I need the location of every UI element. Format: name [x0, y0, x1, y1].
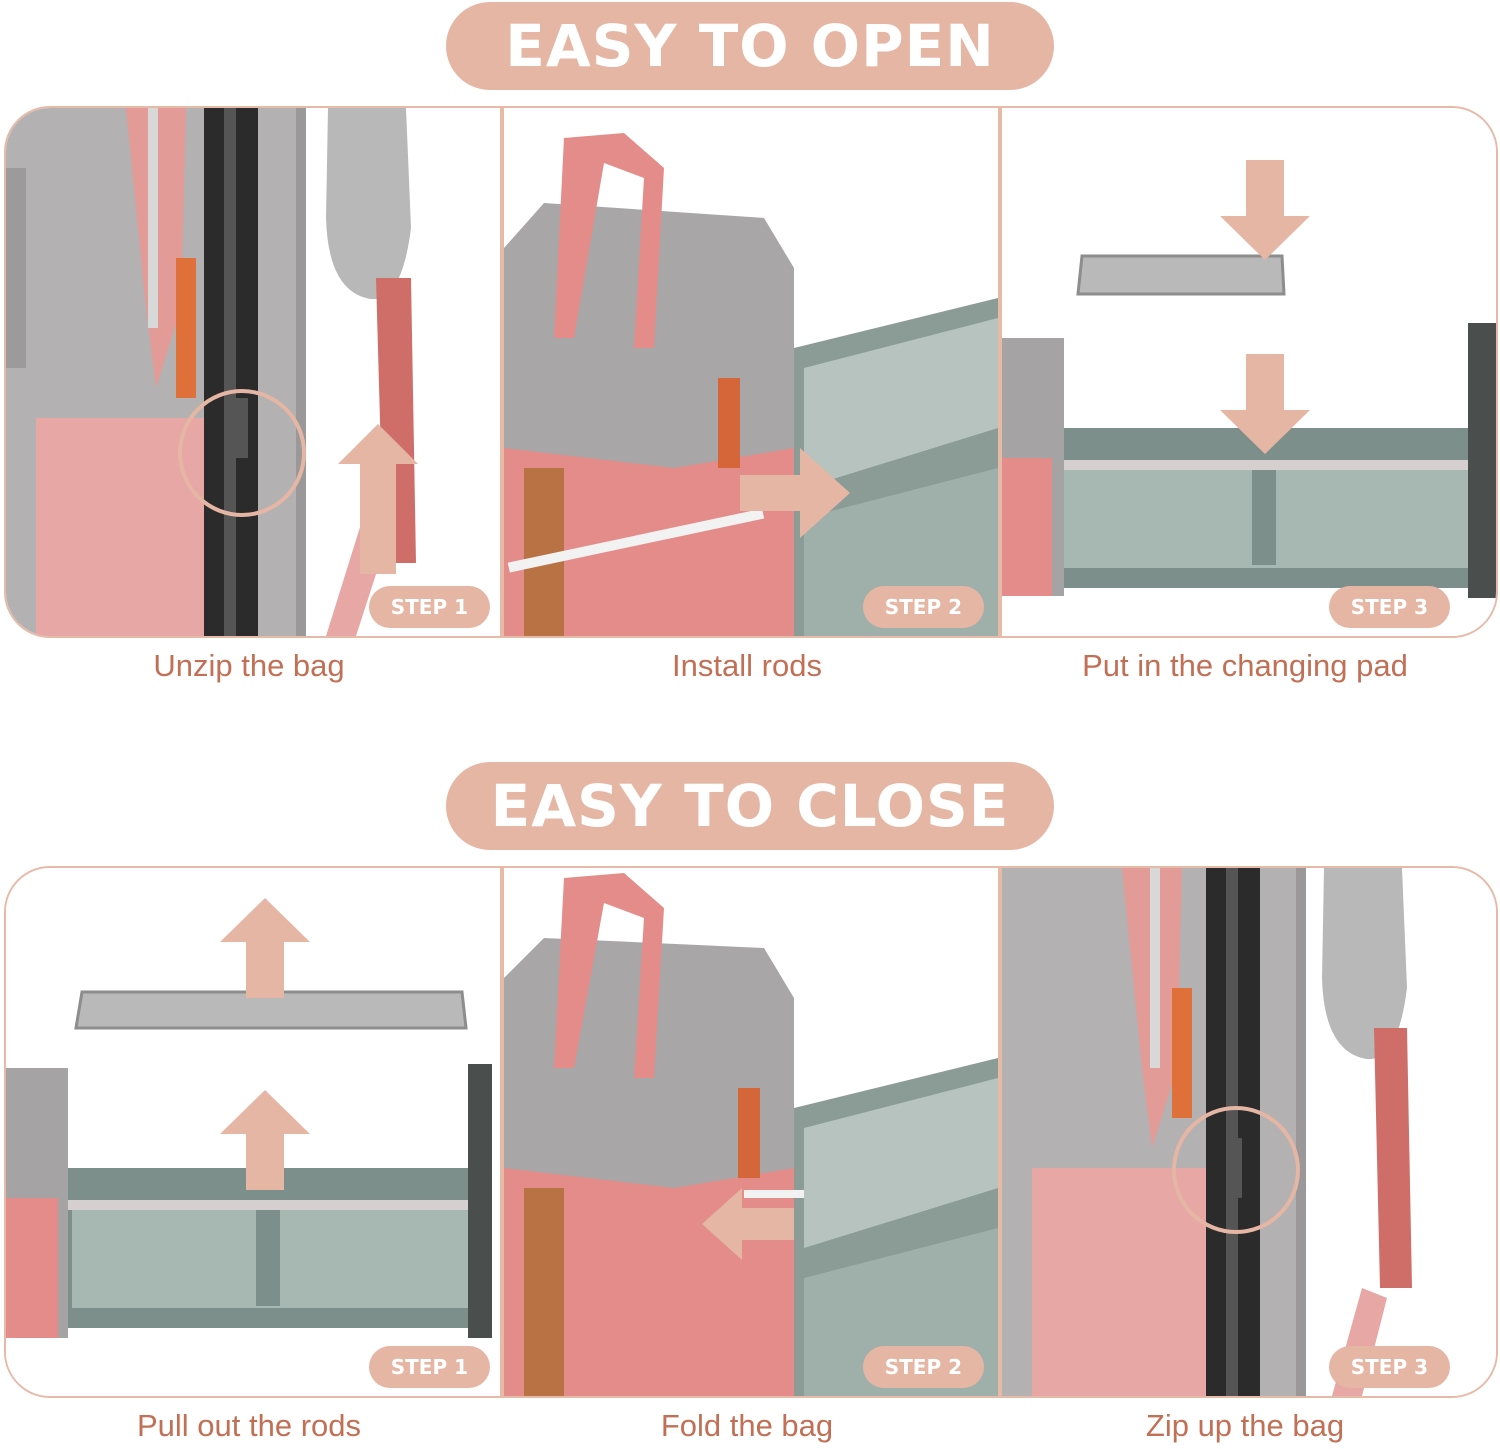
arrow-up-icon	[220, 1090, 310, 1190]
close-step2-badge: STEP 2	[862, 1346, 984, 1388]
close-title: EASY TO CLOSE	[446, 762, 1054, 850]
close-step1-caption: Pull out the rods	[136, 1408, 362, 1443]
panel-divider	[500, 868, 504, 1396]
close-step1-badge: STEP 1	[368, 1346, 490, 1388]
open-steps-frame: STEP 1 STEP 2	[4, 106, 1498, 638]
zip-up-illustration	[1002, 868, 1496, 1396]
arrow-up-icon	[338, 424, 418, 574]
close-step1-panel: STEP 1	[6, 868, 500, 1396]
arrow-down-icon	[1220, 354, 1310, 454]
open-step1-panel: STEP 1	[6, 108, 500, 636]
panel-divider	[998, 868, 1002, 1396]
arrow-down-icon	[1220, 160, 1310, 260]
open-step3-caption: Put in the changing pad	[1082, 648, 1408, 683]
close-step2-panel: STEP 2	[504, 868, 998, 1396]
arrow-left-icon	[702, 1188, 794, 1260]
close-steps-frame: STEP 1 STEP 2	[4, 866, 1498, 1398]
arrow-up-icon	[220, 898, 310, 998]
open-step2-caption: Install rods	[672, 648, 822, 683]
close-step3-panel: STEP 3	[1002, 868, 1496, 1396]
close-step3-caption: Zip up the bag	[1145, 1408, 1345, 1443]
arrow-right-icon	[740, 448, 850, 538]
unzip-illustration	[6, 108, 500, 636]
open-step3-badge: STEP 3	[1328, 586, 1450, 628]
install-rods-illustration	[504, 108, 998, 636]
open-step3-panel: STEP 3	[1002, 108, 1496, 636]
fold-bag-illustration	[504, 868, 998, 1396]
panel-divider	[500, 108, 504, 636]
open-step2-badge: STEP 2	[862, 586, 984, 628]
open-step2-panel: STEP 2	[504, 108, 998, 636]
close-step2-caption: Fold the bag	[660, 1408, 834, 1443]
close-step3-badge: STEP 3	[1328, 1346, 1450, 1388]
open-step1-badge: STEP 1	[368, 586, 490, 628]
panel-divider	[998, 108, 1002, 636]
open-step1-caption: Unzip the bag	[153, 648, 345, 683]
open-title: EASY TO OPEN	[446, 2, 1054, 90]
